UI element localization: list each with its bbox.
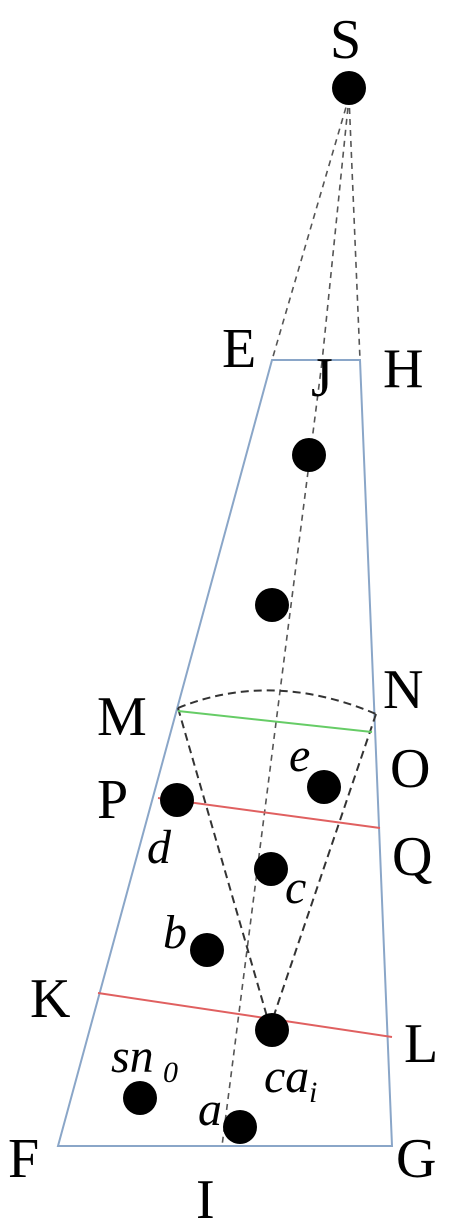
dot-e: [307, 770, 341, 804]
dot-mid: [255, 588, 289, 622]
label-K: K: [30, 968, 70, 1030]
label-N: N: [383, 659, 423, 721]
label-d: d: [147, 821, 172, 874]
label-L: L: [404, 1013, 438, 1075]
label-J: J: [311, 347, 333, 409]
label-H: H: [383, 338, 423, 400]
dot-b: [190, 933, 224, 967]
dots: [123, 71, 366, 1144]
label-Q: Q: [392, 826, 432, 888]
dot-s: [332, 71, 366, 105]
projection-lines: [221, 96, 361, 1147]
dot-upper: [292, 438, 326, 472]
label-e: e: [289, 729, 310, 782]
label-c: c: [285, 861, 306, 914]
pq-red-line: [157, 797, 381, 829]
label-I: I: [196, 1169, 215, 1227]
label-a: a: [198, 1083, 222, 1136]
label-ca-base: ca: [264, 1050, 309, 1103]
dot-c: [254, 852, 288, 886]
label-ca-sub: i: [309, 1076, 317, 1109]
frustum-outline: [56, 359, 394, 1147]
label-S: S: [330, 9, 361, 71]
label-G: G: [396, 1128, 436, 1190]
view-cone: [177, 689, 377, 1028]
label-O: O: [390, 738, 430, 800]
kl-red-line: [97, 992, 393, 1038]
dot-sn: [123, 1081, 157, 1115]
label-sn-base: sn: [111, 1030, 154, 1083]
dot-ca: [255, 1013, 289, 1047]
dot-d: [160, 783, 194, 817]
label-sn-0: sn 0: [111, 1030, 178, 1089]
mo-green-line: [177, 710, 373, 733]
label-ca-i: ca i: [264, 1050, 317, 1109]
label-F: F: [8, 1128, 39, 1190]
dot-a: [223, 1110, 257, 1144]
label-E: E: [222, 318, 256, 380]
label-P: P: [97, 769, 128, 831]
label-sn-sub: 0: [163, 1056, 178, 1089]
label-M: M: [97, 686, 147, 748]
label-b: b: [163, 906, 187, 959]
